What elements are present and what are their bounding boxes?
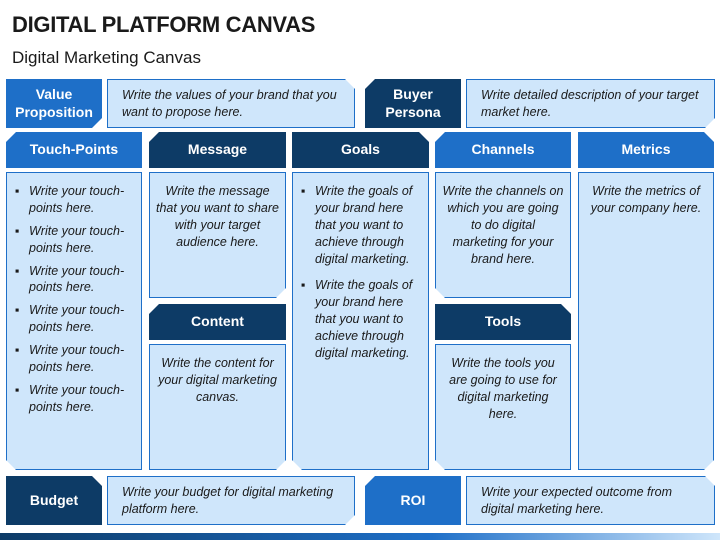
list-item: Write your touch-points here. [15,263,135,297]
value-proposition-box: Write the values of your brand that you … [107,79,355,128]
metrics-header: Metrics [578,132,714,168]
roi-label: ROI [400,491,426,508]
message-text: Write the message that you want to share… [156,184,279,249]
budget-header: Budget [6,476,102,525]
metrics-label: Metrics [621,141,671,158]
channels-label: Channels [471,141,535,158]
goals-label: Goals [341,141,380,158]
touch-points-box: Write your touch-points here. Write your… [6,172,142,470]
metrics-text: Write the metrics of your company here. [590,184,702,215]
buyer-persona-box: Write detailed description of your targe… [466,79,715,128]
message-label: Message [187,141,248,158]
budget-box: Write your budget for digital marketing … [107,476,355,525]
content-label: Content [191,313,244,330]
content-header: Content [149,304,286,340]
content-box: Write the content for your digital marke… [149,344,286,470]
list-item: Write your touch-points here. [15,223,135,257]
tools-text: Write the tools you are going to use for… [449,356,557,421]
channels-text: Write the channels on which you are goin… [442,184,564,266]
buyer-persona-label: Buyer Persona [385,86,441,120]
touch-points-header: Touch-Points [6,132,142,168]
list-item: Write your touch-points here. [15,342,135,376]
tools-header: Tools [435,304,571,340]
value-proposition-header: Value Proposition [6,79,102,128]
roi-text: Write your expected outcome from digital… [481,484,673,516]
buyer-persona-text: Write detailed description of your targe… [481,87,699,119]
touch-points-label: Touch-Points [29,141,119,158]
message-box: Write the message that you want to share… [149,172,286,298]
budget-text: Write your budget for digital marketing … [122,484,334,516]
bottom-accent-bar [0,533,720,540]
list-item: Write your touch-points here. [15,382,135,416]
tools-box: Write the tools you are going to use for… [435,344,571,470]
goals-list: Write the goals of your brand here that … [293,173,428,362]
page-title: DIGITAL PLATFORM CANVAS [12,12,316,37]
channels-header: Channels [435,132,571,168]
list-item: Write the goals of your brand here that … [301,277,422,361]
roi-box: Write your expected outcome from digital… [466,476,715,525]
list-item: Write the goals of your brand here that … [301,183,422,267]
buyer-persona-header: Buyer Persona [365,79,461,128]
goals-box: Write the goals of your brand here that … [292,172,429,470]
metrics-box: Write the metrics of your company here. [578,172,714,470]
value-proposition-label: Value Proposition [15,86,93,120]
touch-points-list: Write your touch-points here. Write your… [7,173,141,416]
page-subtitle: Digital Marketing Canvas [12,48,201,67]
list-item: Write your touch-points here. [15,302,135,336]
roi-header: ROI [365,476,461,525]
channels-box: Write the channels on which you are goin… [435,172,571,298]
content-text: Write the content for your digital marke… [158,356,277,404]
goals-header: Goals [292,132,429,168]
value-proposition-text: Write the values of your brand that you … [122,87,337,119]
list-item: Write your touch-points here. [15,183,135,217]
tools-label: Tools [484,313,522,330]
message-header: Message [149,132,286,168]
budget-label: Budget [29,491,79,508]
